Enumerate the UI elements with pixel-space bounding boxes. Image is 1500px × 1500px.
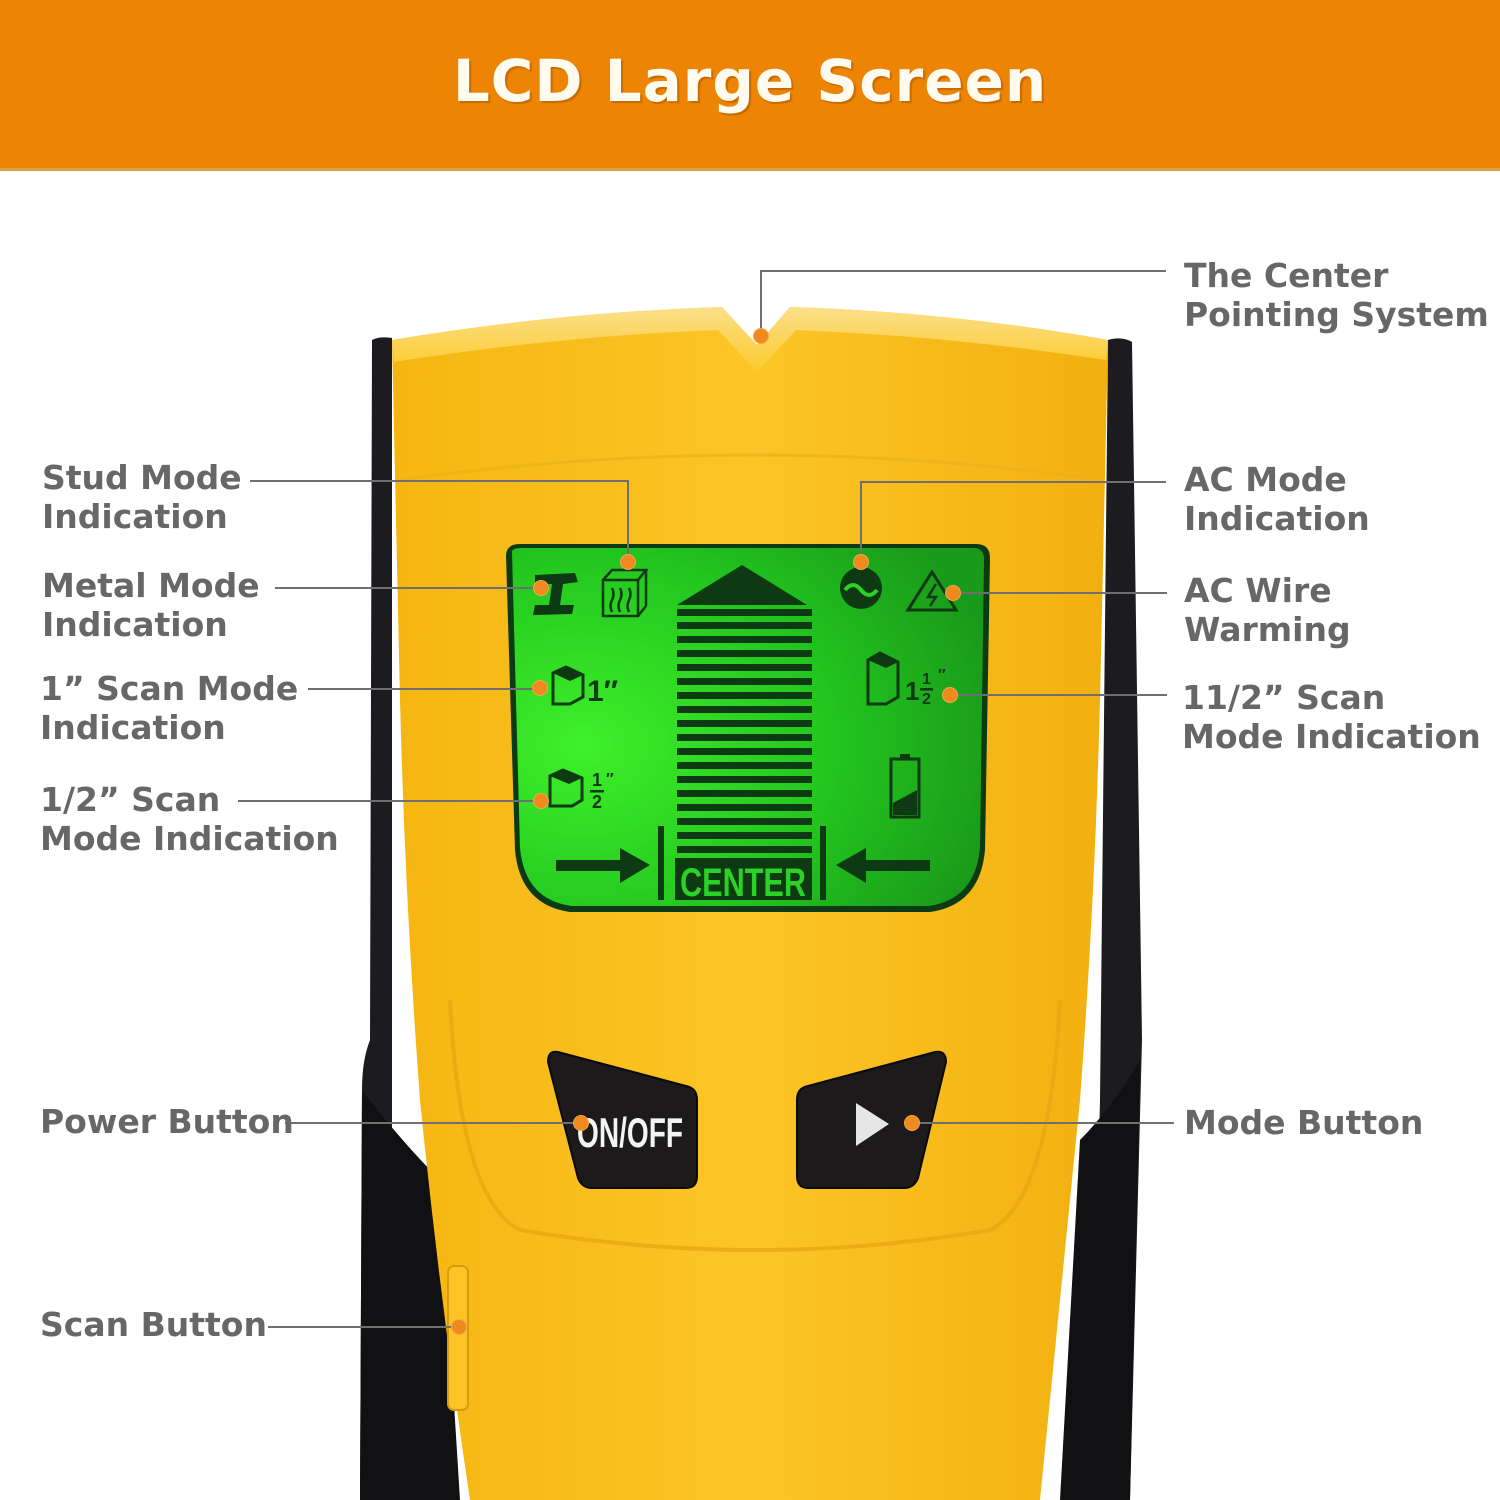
callout-dot-stud bbox=[620, 554, 636, 570]
callout-dot-ac-wire bbox=[945, 585, 961, 601]
callout-dot-scan-1in bbox=[532, 680, 548, 696]
svg-text:1: 1 bbox=[592, 770, 602, 790]
callout-dot-center bbox=[753, 328, 769, 344]
callout-dot-metal bbox=[533, 580, 549, 596]
label-power-button: Power Button bbox=[40, 1102, 294, 1141]
svg-text:1: 1 bbox=[922, 671, 931, 688]
leader-line-scan-1in bbox=[308, 688, 539, 690]
center-notch bbox=[392, 307, 1108, 372]
svg-text:2: 2 bbox=[592, 792, 602, 812]
power-button-label: ON/OFF bbox=[577, 1109, 683, 1156]
callout-dot-ac-mode bbox=[853, 554, 869, 570]
ac-mode-icon bbox=[840, 567, 882, 609]
center-label: CENTER bbox=[680, 861, 806, 905]
label-stud-mode: Stud Mode Indication bbox=[42, 458, 242, 536]
lcd-screen: CENTER bbox=[506, 544, 990, 912]
leader-line-mode bbox=[912, 1122, 1174, 1124]
scan-half-in-icon: 1 2 ″ bbox=[548, 768, 614, 812]
left-arrow-icon bbox=[836, 848, 930, 883]
scan-side-button[interactable] bbox=[447, 1265, 469, 1411]
callout-dot-mode bbox=[904, 1115, 920, 1131]
leader-line-scan-half bbox=[238, 800, 540, 802]
callout-dot-scan-half bbox=[533, 793, 549, 809]
leader-line-ac-mode-vertical bbox=[860, 481, 862, 561]
svg-text:1″: 1″ bbox=[587, 675, 618, 708]
label-center-pointing: The Center Pointing System bbox=[1184, 256, 1489, 334]
label-metal-mode: Metal Mode Indication bbox=[42, 566, 260, 644]
right-arrow-icon bbox=[556, 848, 650, 883]
svg-text:2: 2 bbox=[922, 691, 931, 708]
label-scan-1-5: 11/2” Scan Mode Indication bbox=[1182, 678, 1481, 756]
leader-line-ac-wire bbox=[953, 592, 1167, 594]
ac-wire-warning-icon bbox=[905, 569, 959, 612]
callout-dot-power bbox=[573, 1115, 589, 1131]
leader-line-stud-vertical bbox=[627, 480, 629, 562]
play-triangle-icon bbox=[856, 1103, 889, 1146]
scan-1in-icon: 1″ bbox=[551, 665, 618, 708]
leader-line-ac-mode bbox=[861, 481, 1166, 483]
leader-line-scan-1-5 bbox=[950, 694, 1167, 696]
leader-line-stud bbox=[250, 480, 628, 482]
leader-line-scan-button bbox=[268, 1326, 458, 1328]
callout-dot-scan-button bbox=[451, 1319, 467, 1335]
signal-bar-graph bbox=[675, 565, 812, 900]
svg-text:1: 1 bbox=[905, 676, 919, 706]
mode-button[interactable] bbox=[796, 1050, 948, 1189]
label-ac-wire: AC Wire Warming bbox=[1184, 571, 1351, 649]
label-scan-button: Scan Button bbox=[40, 1305, 267, 1344]
leader-line-power bbox=[285, 1122, 581, 1124]
svg-text:″: ″ bbox=[606, 771, 614, 788]
power-button[interactable]: ON/OFF bbox=[546, 1050, 698, 1189]
leader-line-center-vertical bbox=[760, 270, 762, 334]
callout-dot-scan-1-5 bbox=[942, 687, 958, 703]
label-ac-mode: AC Mode Indication bbox=[1184, 460, 1370, 538]
label-scan-half: 1/2” Scan Mode Indication bbox=[40, 780, 339, 858]
label-mode-button: Mode Button bbox=[1184, 1103, 1424, 1142]
page-title: LCD Large Screen bbox=[452, 47, 1048, 115]
svg-text:″: ″ bbox=[938, 667, 946, 684]
battery-icon bbox=[889, 754, 921, 819]
label-scan-1in: 1” Scan Mode Indication bbox=[40, 669, 299, 747]
stud-block-icon bbox=[601, 568, 649, 618]
leader-line-metal bbox=[275, 587, 540, 589]
scan-1-5in-icon: 1 1 2 ″ bbox=[866, 651, 946, 708]
header-banner: LCD Large Screen bbox=[0, 0, 1500, 171]
leader-line-center bbox=[760, 270, 1166, 272]
